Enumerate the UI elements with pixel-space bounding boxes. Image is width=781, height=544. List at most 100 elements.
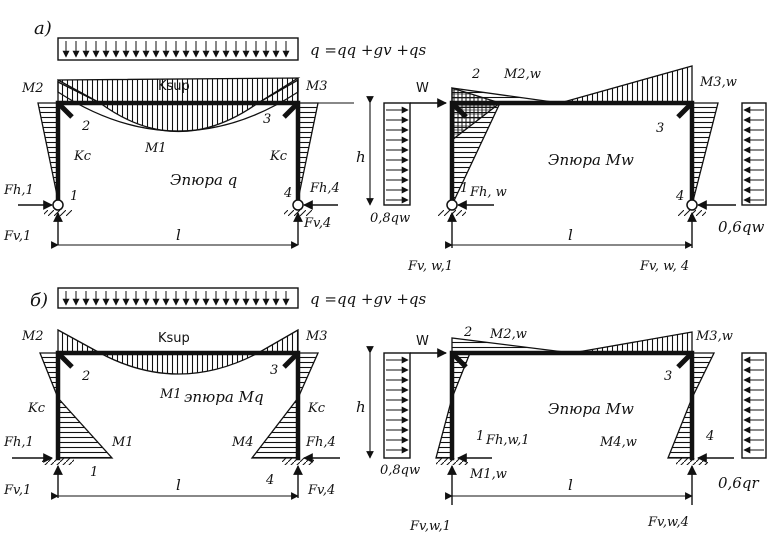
panel-b-wind-ground-1 bbox=[436, 458, 468, 465]
panel-b-label-fh1: Fh,1 bbox=[3, 435, 34, 450]
panel-b-label-m2: M2 bbox=[21, 329, 44, 344]
panel-a-wind-left-haunch bbox=[450, 101, 468, 119]
panel-b-label-fv1: Fv,1 bbox=[3, 483, 31, 498]
panel-b-label-m3: M3 bbox=[305, 329, 328, 344]
panel-a-height-label: h bbox=[356, 148, 366, 166]
panel-b-label-kc-right: Kc bbox=[307, 401, 326, 416]
panel-b-ground-4 bbox=[282, 458, 314, 465]
panel-a-wind-right-haunch bbox=[676, 101, 694, 119]
panel-b-label-m3w: M3,w bbox=[695, 329, 733, 344]
panel-b-load-strip bbox=[57, 287, 299, 309]
panel-a-right-frame bbox=[449, 100, 695, 206]
panel-b-label-left-load: 0,8qw bbox=[380, 463, 420, 478]
panel-b-left-frame bbox=[55, 350, 301, 461]
panel-a-label-ksup: Ksup bbox=[158, 79, 190, 94]
panel-a-label-m2: M2 bbox=[21, 81, 44, 96]
panel-a-wind-strip-left bbox=[383, 102, 411, 206]
panel-b-label-w: W bbox=[416, 334, 429, 349]
panel-b-label-m4w: M4,w bbox=[599, 435, 637, 450]
panel-b-label-fv4: Fv,4 bbox=[307, 483, 335, 498]
panel-a-label-left-load: 0,8qw bbox=[370, 211, 410, 226]
panel-b-wind-ground-4 bbox=[676, 458, 708, 465]
panel-a-label-m3: M3 bbox=[305, 79, 328, 94]
panel-a-wind-node-4: 4 bbox=[675, 189, 684, 204]
panel-a-node-4: 4 bbox=[283, 186, 292, 201]
panel-a-load-formula: q =qq +gv +qs bbox=[310, 41, 426, 59]
panel-b-wind-left-haunch bbox=[450, 351, 468, 369]
panel-b-caption-left: эпюра Mq bbox=[184, 388, 264, 406]
panel-a-label-kc-left: Kc bbox=[73, 149, 92, 164]
panel-b-wind-strip-left bbox=[383, 352, 411, 459]
panel-a-label-right-load: 0,6qw bbox=[718, 218, 764, 236]
panel-a-caption-left: Эпюра q bbox=[170, 171, 237, 189]
panel-b-label-kc-left: Kc bbox=[27, 401, 46, 416]
panel-a-label-fv1: Fv,1 bbox=[3, 229, 31, 244]
panel-a-label-fhw: Fh, w bbox=[469, 185, 507, 200]
panel-a-left-column-moment bbox=[37, 102, 59, 201]
panel-a-load-strip bbox=[57, 37, 299, 61]
panel-a-label: а) bbox=[34, 18, 52, 39]
panel-a-wind-hinge-1 bbox=[446, 199, 458, 211]
panel-a-label-fh1: Fh,1 bbox=[3, 183, 34, 198]
panel-a-wind-hinge-4 bbox=[686, 199, 698, 211]
panel-b-right-corner-moment bbox=[255, 328, 299, 354]
panel-a-right-haunch bbox=[282, 101, 300, 119]
panel-b-label-m1-mid: M1 bbox=[159, 387, 182, 402]
panel-b-node-4: 4 bbox=[265, 473, 274, 488]
panel-a-wind-span-label: l bbox=[568, 226, 573, 244]
panel-b-label-fvw4: Fv,w,4 bbox=[647, 515, 689, 530]
panel-b-wind-right-haunch bbox=[676, 351, 694, 369]
panel-a-hinge-4 bbox=[292, 199, 304, 211]
panel-a-label-fv4: Fv,4 bbox=[303, 216, 331, 231]
panel-a-label-w: W bbox=[416, 81, 429, 96]
panel-b-label-right-load: 0,6qr bbox=[718, 474, 759, 492]
panel-a-wind-strip-right bbox=[741, 102, 767, 206]
panel-b-label-fh4: Fh,4 bbox=[305, 435, 336, 450]
panel-b-label-ksup: Ksup bbox=[158, 331, 190, 346]
panel-b-load-formula: q =qq +gv +qs bbox=[310, 290, 426, 308]
panel-b-left-corner-moment bbox=[57, 328, 101, 354]
panel-a-beam-parabola bbox=[98, 102, 261, 133]
panel-b-height-label: h bbox=[356, 398, 366, 416]
panel-a-caption-right: Эпюра Mw bbox=[548, 151, 634, 169]
panel-b-wind-node-3: 3 bbox=[664, 369, 672, 384]
panel-b-right-frame bbox=[449, 350, 695, 461]
panel-b-label-m1: M1 bbox=[111, 435, 134, 450]
panel-b: б) q =qq +gv +qs l h M2 M3 Ksup 2 3 M1 э… bbox=[3, 287, 767, 534]
panel-a-label-m2w: M2,w bbox=[503, 67, 541, 82]
panel-a-wind-beam-moment-right bbox=[559, 65, 693, 104]
panel-b-ground-1 bbox=[42, 458, 74, 465]
panel-b-caption-right: Эпюра Mw bbox=[548, 400, 634, 418]
panel-a-wind-node-2: 2 bbox=[471, 67, 480, 82]
panel-a-label-fvw4: Fv, w, 4 bbox=[639, 259, 689, 274]
panel-b-label-fhw1: Fh,w,1 bbox=[485, 433, 530, 448]
panel-b-label-m4: M4 bbox=[231, 435, 254, 450]
panel-b-label-m1w: M1,w bbox=[469, 467, 507, 482]
panel-a-left-frame bbox=[55, 100, 301, 206]
panel-b-node-3: 3 bbox=[270, 363, 278, 378]
panel-a-label-m1: M1 bbox=[144, 141, 167, 156]
panel-a-wind-node-3: 3 bbox=[656, 121, 664, 136]
panel-a-node-2: 2 bbox=[81, 119, 90, 134]
panel-b-wind-span-label: l bbox=[568, 476, 573, 494]
panel-b-label-m2w: M2,w bbox=[489, 327, 527, 342]
panel-a-wind-node-1: 1 bbox=[460, 181, 468, 196]
panel-b-span-label: l bbox=[176, 476, 181, 494]
panel-b-right-haunch bbox=[282, 351, 300, 369]
panel-a-label-fvw1: Fv, w,1 bbox=[407, 259, 453, 274]
panel-b-node-1: 1 bbox=[90, 465, 98, 480]
panel-b-left-column-moment bbox=[39, 352, 114, 459]
panel-a: а) q =qq +gv +qs l bbox=[3, 18, 767, 274]
panel-a-left-haunch bbox=[56, 101, 74, 119]
panel-a-node-3: 3 bbox=[263, 112, 271, 127]
panel-b-beam-parabola bbox=[99, 352, 259, 375]
panel-b-wind-node-4: 4 bbox=[705, 429, 714, 444]
panel-a-node-1: 1 bbox=[70, 189, 78, 204]
panel-a-wind-right-column-moment bbox=[691, 102, 719, 206]
panel-a-label-fh4: Fh,4 bbox=[309, 181, 340, 196]
panel-b-wind-beam-moment-right bbox=[571, 331, 693, 354]
panel-b-wind-node-2: 2 bbox=[463, 325, 472, 340]
panel-b-wind-strip-right bbox=[741, 352, 767, 459]
